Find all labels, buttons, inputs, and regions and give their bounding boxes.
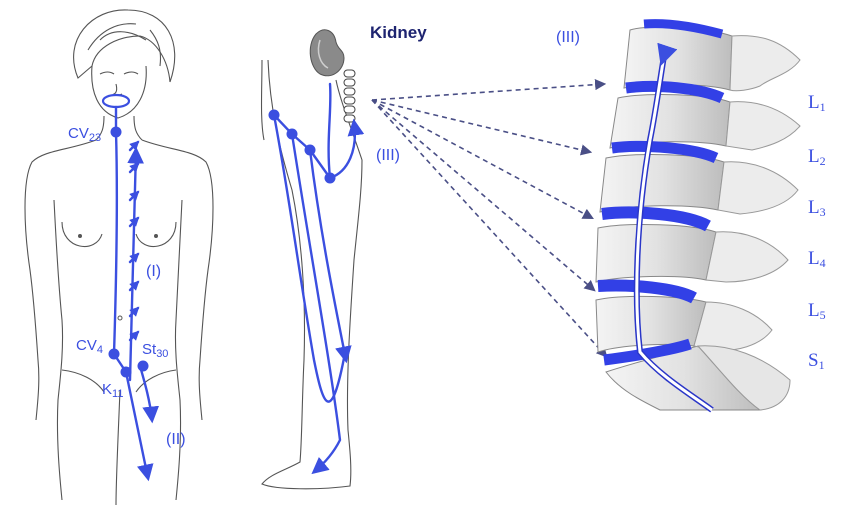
- acupoint-st30: [137, 360, 149, 372]
- label-branch-3-spine: (III): [556, 29, 580, 46]
- label-k11-subscript: 11: [112, 388, 123, 400]
- leg-point-1: [268, 109, 280, 121]
- vertebra-label-l4: L4: [808, 248, 826, 270]
- vertebra-label-l1: L1: [808, 92, 826, 114]
- acupoint-cv23: [110, 126, 122, 138]
- kidney-illustration: [309, 29, 345, 77]
- vertebra-label-l5: L5: [808, 300, 826, 322]
- label-branch-3-leg: (III): [376, 147, 400, 164]
- label-st30: St30: [142, 341, 168, 360]
- label-k11: K11: [102, 381, 123, 400]
- lumbar-spine-illustration: [595, 19, 801, 411]
- acupoint-cv4: [108, 348, 120, 360]
- vertebra-label-l3: L3: [808, 197, 826, 219]
- label-cv4: CV4: [76, 337, 103, 356]
- label-kidney: Kidney: [370, 23, 427, 42]
- label-cv23: CV23: [68, 125, 101, 144]
- vertebra-label-l2: L2: [808, 146, 826, 168]
- spine-bead-chain: [343, 69, 356, 123]
- leg-point-2: [286, 128, 298, 140]
- leg-meridian-paths: [272, 82, 365, 475]
- label-branch-2: (II): [166, 431, 186, 448]
- leg-point-4: [324, 172, 336, 184]
- acupoint-k11: [120, 366, 132, 378]
- label-cv23-subscript: 23: [89, 132, 101, 144]
- connection-arrows: [371, 79, 608, 358]
- front-meridian-paths: [101, 93, 160, 482]
- side-leg-figure: [260, 59, 363, 490]
- vertebra-label-s1: S1: [808, 350, 825, 372]
- front-body-figure: [24, 9, 214, 506]
- label-cv4-subscript: 4: [97, 344, 103, 356]
- vertebra-labels: L1 L2 L3 L4 L5 S1: [808, 92, 826, 372]
- spine-meridian-channel: [633, 42, 714, 413]
- label-st30-subscript: 30: [156, 348, 168, 360]
- leg-point-3: [304, 144, 316, 156]
- label-branch-1: (I): [146, 263, 161, 280]
